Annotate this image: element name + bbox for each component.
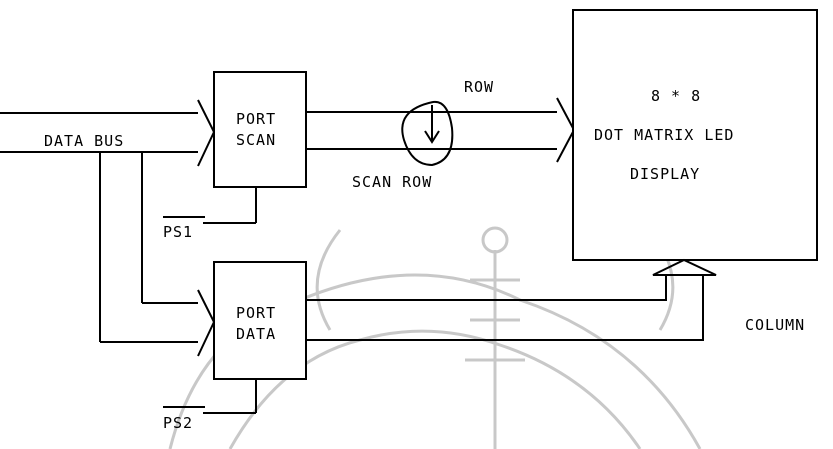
port-scan-label-line1: PORT	[236, 110, 276, 128]
display-label-line1: 8 * 8	[651, 87, 701, 105]
ps1-label: PS1	[163, 223, 193, 241]
ps2-label: PS2	[163, 414, 193, 432]
display-label-line3: DISPLAY	[630, 165, 700, 183]
port-scan-block	[214, 72, 306, 187]
scan-row-label: SCAN ROW	[352, 173, 432, 191]
port-scan-label-line2: SCAN	[236, 131, 276, 149]
data-bus-label: DATA BUS	[44, 132, 124, 150]
column-label: COLUMN	[745, 316, 805, 334]
display-label-line2: DOT MATRIX LED	[594, 126, 734, 144]
ps1-control-line	[203, 187, 256, 223]
ps2-control-line	[203, 379, 256, 413]
port-data-label-line1: PORT	[236, 304, 276, 322]
data-bus-branch-lines	[100, 152, 214, 356]
row-label: ROW	[464, 78, 494, 96]
column-bus-arrow	[306, 260, 716, 340]
row-bus-arrow	[306, 98, 574, 162]
port-data-label-line2: DATA	[236, 325, 276, 343]
